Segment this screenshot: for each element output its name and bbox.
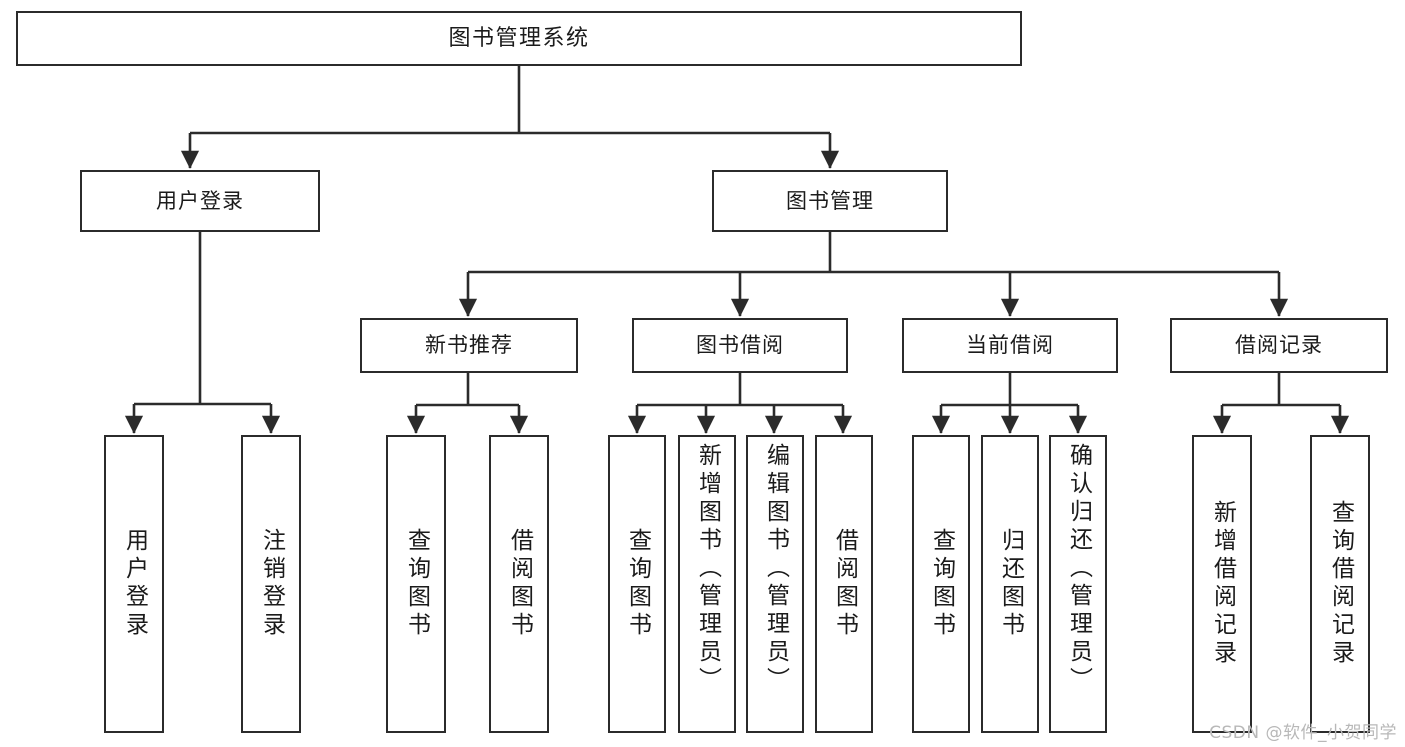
node-leaf-confirm-return[interactable]: 确认归还（管理员）: [1049, 435, 1107, 733]
node-new-book-rec-label: 新书推荐: [425, 333, 513, 358]
node-leaf-query-record-label: 查询借阅记录: [1327, 500, 1354, 668]
node-leaf-query-book-3-label: 查询图书: [928, 528, 955, 640]
node-book-manage[interactable]: 图书管理: [712, 170, 948, 232]
node-root[interactable]: 图书管理系统: [16, 11, 1022, 66]
node-book-manage-label: 图书管理: [786, 188, 874, 213]
node-leaf-logout-label: 注销登录: [258, 528, 285, 640]
node-leaf-borrow-book-1[interactable]: 借阅图书: [489, 435, 549, 733]
node-leaf-logout[interactable]: 注销登录: [241, 435, 301, 733]
node-leaf-query-book-2-label: 查询图书: [624, 528, 651, 640]
node-leaf-edit-book-label: 编辑图书（管理员）: [762, 443, 789, 695]
node-book-borrow-label: 图书借阅: [696, 333, 784, 358]
node-leaf-add-book-label: 新增图书（管理员）: [694, 443, 721, 695]
node-borrow-record[interactable]: 借阅记录: [1170, 318, 1388, 373]
node-leaf-user-login-label: 用户登录: [121, 528, 148, 640]
node-new-book-rec[interactable]: 新书推荐: [360, 318, 578, 373]
node-book-borrow[interactable]: 图书借阅: [632, 318, 848, 373]
node-leaf-query-book-3[interactable]: 查询图书: [912, 435, 970, 733]
node-leaf-query-book-1-label: 查询图书: [403, 528, 430, 640]
node-current-borrow[interactable]: 当前借阅: [902, 318, 1118, 373]
node-leaf-add-record[interactable]: 新增借阅记录: [1192, 435, 1252, 733]
node-root-label: 图书管理系统: [448, 25, 590, 51]
node-leaf-query-book-2[interactable]: 查询图书: [608, 435, 666, 733]
node-leaf-borrow-book-1-label: 借阅图书: [506, 528, 533, 640]
node-leaf-confirm-return-label: 确认归还（管理员）: [1065, 443, 1092, 695]
node-leaf-edit-book[interactable]: 编辑图书（管理员）: [746, 435, 804, 733]
node-leaf-borrow-book-2-label: 借阅图书: [831, 528, 858, 640]
node-borrow-record-label: 借阅记录: [1235, 333, 1323, 358]
node-leaf-query-record[interactable]: 查询借阅记录: [1310, 435, 1370, 733]
node-leaf-add-book[interactable]: 新增图书（管理员）: [678, 435, 736, 733]
node-leaf-return-book[interactable]: 归还图书: [981, 435, 1039, 733]
node-leaf-user-login[interactable]: 用户登录: [104, 435, 164, 733]
node-leaf-return-book-label: 归还图书: [997, 528, 1024, 640]
node-user-login[interactable]: 用户登录: [80, 170, 320, 232]
node-leaf-query-book-1[interactable]: 查询图书: [386, 435, 446, 733]
node-leaf-borrow-book-2[interactable]: 借阅图书: [815, 435, 873, 733]
node-user-login-label: 用户登录: [156, 188, 244, 213]
node-current-borrow-label: 当前借阅: [966, 333, 1054, 358]
node-leaf-add-record-label: 新增借阅记录: [1209, 500, 1236, 668]
